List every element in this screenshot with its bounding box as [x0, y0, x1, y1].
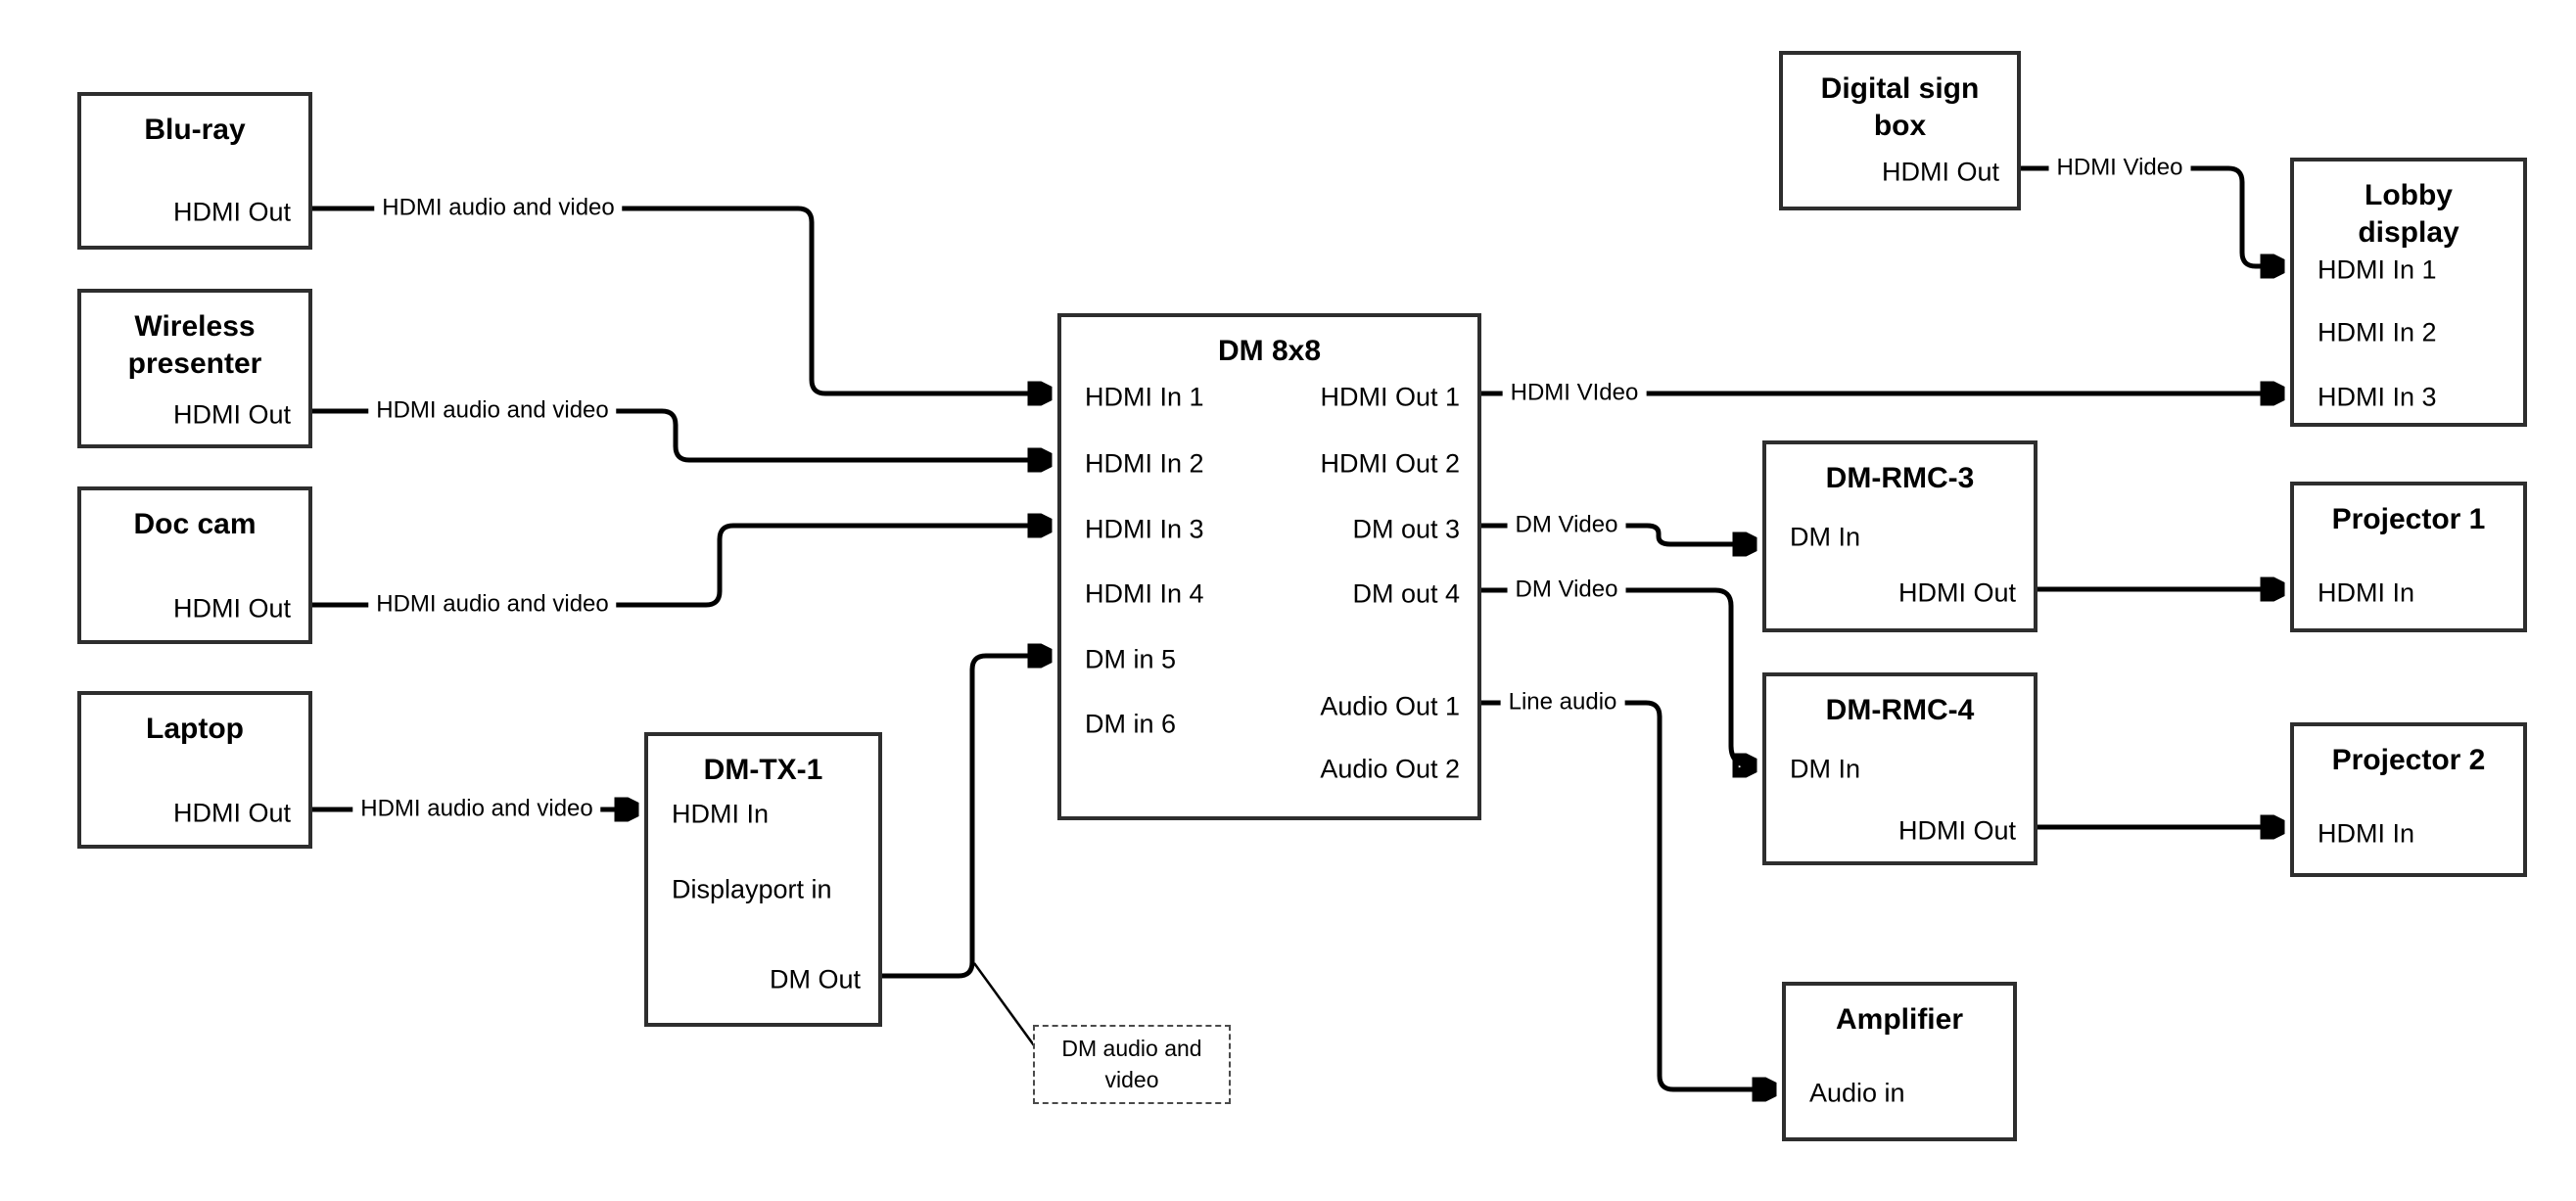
node-dm-8x8: DM 8x8 HDMI In 1 HDMI In 2 HDMI In 3 HDM…	[1057, 313, 1481, 820]
port-dm8x8-dm-in-6: DM in 6	[1085, 709, 1177, 739]
wire-bluray-to-dm8x8-in1	[312, 206, 1050, 393]
node-projector-2: Projector 2 HDMI In	[2290, 722, 2527, 877]
node-projector-1: Projector 1 HDMI In	[2290, 482, 2527, 632]
wire-label-audio-out-1: Line audio	[1500, 688, 1625, 717]
port-laptop-hdmi-out: HDMI Out	[172, 798, 291, 828]
port-dm8x8-dm-in-5: DM in 5	[1085, 644, 1177, 674]
node-dm-tx-1-title: DM-TX-1	[703, 754, 823, 786]
node-digital-sign-box: Digital sign box HDMI Out	[1779, 51, 2021, 210]
wire-dm8x8-out3-to-dmrmc3	[1481, 523, 1755, 544]
node-projector-1-title: Projector 1	[2331, 503, 2486, 535]
node-wireless-presenter: Wireless presenter HDMI Out	[77, 289, 312, 448]
node-amplifier: Amplifier Audio in	[1782, 982, 2017, 1141]
port-dm8x8-hdmi-in-3: HDMI In 3	[1085, 514, 1204, 544]
node-laptop-title: Laptop	[146, 713, 244, 745]
wire-label-laptop: HDMI audio and video	[352, 795, 601, 824]
node-projector-2-title: Projector 2	[2331, 744, 2486, 776]
port-amplifier-audio-in: Audio in	[1809, 1078, 1905, 1108]
node-dm-rmc-3-title: DM-RMC-3	[1825, 462, 1975, 494]
node-doc-cam: Doc cam HDMI Out	[77, 486, 312, 644]
wire-label-bluray: HDMI audio and video	[374, 194, 623, 223]
port-dm8x8-hdmi-in-2: HDMI In 2	[1085, 448, 1204, 479]
node-dm-tx-1: DM-TX-1 HDMI In Displayport in DM Out	[644, 732, 882, 1027]
port-dm8x8-dm-out-4: DM out 4	[1352, 578, 1460, 609]
port-dm8x8-hdmi-out-1: HDMI Out 1	[1320, 382, 1460, 412]
node-lobby-display-title: Lobby display	[2358, 179, 2459, 249]
wire-label-digital-sign: HDMI Video	[2048, 154, 2191, 183]
node-bluray: Blu-ray HDMI Out	[77, 92, 312, 250]
node-amplifier-title: Amplifier	[1835, 1003, 1964, 1036]
port-dm8x8-audio-out-1: Audio Out 1	[1320, 691, 1460, 721]
wire-label-hdmi-out-1: HDMI VIdeo	[1502, 379, 1647, 408]
port-dmrmc3-dm-in: DM In	[1790, 522, 1861, 552]
port-dmrmc4-dm-in: DM In	[1790, 754, 1861, 784]
port-wireless-hdmi-out: HDMI Out	[172, 399, 291, 430]
node-dm-rmc-4: DM-RMC-4 DM In HDMI Out	[1762, 672, 2037, 865]
port-proj1-hdmi-in: HDMI In	[2318, 577, 2415, 608]
node-dm-8x8-title: DM 8x8	[1217, 335, 1322, 367]
node-wireless-presenter-title: Wireless presenter	[127, 310, 262, 380]
node-lobby-display: Lobby display HDMI In 1 HDMI In 2 HDMI I…	[2290, 158, 2527, 427]
port-lobby-hdmi-in-2: HDMI In 2	[2318, 317, 2437, 347]
callout-leader-line	[972, 962, 1036, 1046]
port-lobby-hdmi-in-1: HDMI In 1	[2318, 254, 2437, 285]
wire-label-doccam: HDMI audio and video	[368, 590, 617, 620]
wire-dm8x8-out4-to-dmrmc4	[1481, 587, 1755, 765]
port-dmtx1-dm-out: DM Out	[769, 964, 861, 994]
wire-label-dm-out-3: DM Video	[1507, 511, 1626, 540]
port-dm8x8-audio-out-2: Audio Out 2	[1320, 754, 1460, 784]
port-dm8x8-dm-out-3: DM out 3	[1352, 514, 1460, 544]
wire-dm8x8-audioout1-to-amplifier	[1481, 700, 1774, 1089]
port-doccam-hdmi-out: HDMI Out	[172, 593, 291, 624]
node-dm-rmc-3: DM-RMC-3 DM In HDMI Out	[1762, 440, 2037, 632]
port-dmtx1-displayport-in: Displayport in	[672, 874, 832, 904]
wire-wireless-to-dm8x8-in2	[312, 408, 1050, 460]
port-proj2-hdmi-in: HDMI In	[2318, 818, 2415, 849]
node-digital-sign-box-title: Digital sign box	[1820, 72, 1980, 142]
port-dmtx1-hdmi-in: HDMI In	[672, 799, 770, 829]
port-digisign-hdmi-out: HDMI Out	[1881, 157, 1999, 187]
port-dm8x8-hdmi-out-2: HDMI Out 2	[1320, 448, 1460, 479]
port-dm8x8-hdmi-in-1: HDMI In 1	[1085, 382, 1204, 412]
wire-dmtx1-to-dm8x8-in5	[882, 656, 1050, 979]
port-dmrmc4-hdmi-out: HDMI Out	[1897, 815, 2016, 846]
port-bluray-hdmi-out: HDMI Out	[172, 197, 291, 227]
node-bluray-title: Blu-ray	[144, 114, 246, 146]
callout-dm-audio-and-video: DM audio and video	[1033, 1025, 1231, 1104]
wire-label-dm-out-4: DM Video	[1507, 576, 1626, 605]
port-dm8x8-hdmi-in-4: HDMI In 4	[1085, 578, 1204, 609]
node-doc-cam-title: Doc cam	[133, 508, 257, 540]
node-dm-rmc-4-title: DM-RMC-4	[1825, 694, 1975, 726]
wire-doccam-to-dm8x8-in3	[312, 526, 1050, 608]
wire-label-wireless: HDMI audio and video	[368, 396, 617, 426]
port-lobby-hdmi-in-3: HDMI In 3	[2318, 382, 2437, 412]
port-dmrmc3-hdmi-out: HDMI Out	[1897, 577, 2016, 608]
node-laptop: Laptop HDMI Out	[77, 691, 312, 849]
wire-digisign-to-lobby-in1	[2021, 165, 2282, 266]
